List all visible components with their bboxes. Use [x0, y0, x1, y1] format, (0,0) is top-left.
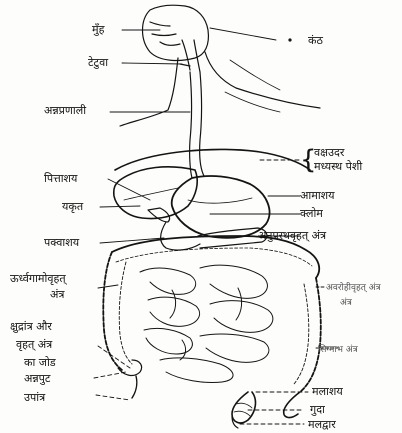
neck-shade [230, 60, 280, 90]
appendix-shape [132, 376, 137, 398]
dot-mark [288, 38, 291, 41]
label-sigmoid-colon: सिग्माभ अंत्र [318, 343, 358, 357]
label-anal-canal: गुदा [310, 403, 325, 417]
gallbladder-shape [148, 208, 170, 222]
label-caecum: अन्नपुट [24, 372, 50, 386]
label-esophagus: अन्नप्रणाली [44, 104, 86, 118]
label-appendix: उपांत्र [24, 391, 45, 405]
head-outline [143, 5, 209, 60]
label-epiglottis: टेटुवा [88, 56, 108, 70]
label-anus: मलद्वार [308, 418, 336, 432]
label-ascending-colon-line2: अंत्र [50, 288, 64, 302]
transverse-colon-inner [116, 248, 312, 266]
sigmoid-colon [284, 392, 300, 417]
stomach-fold [188, 198, 252, 203]
label-descending-colon-line2: अंत्र [340, 296, 352, 310]
label-junction-line2: वृहत् अंत्र [16, 338, 52, 352]
descending-colon-inner [294, 284, 309, 384]
label-rectum: मलाशय [312, 385, 343, 399]
label-ascending-colon-line1: ऊर्ध्वगामोवृहत् [10, 272, 66, 286]
shoulder-line [225, 92, 280, 112]
label-descending-colon-line1: अवरोहीवृहत् अंत्र [326, 281, 381, 295]
liver-lobe-line [124, 188, 178, 200]
neck-left [120, 58, 178, 126]
nose-mouth-region [150, 22, 180, 45]
label-transverse-colon: अनुप्रस्थवृहत् अंत्र [258, 229, 326, 243]
leader-lines [94, 28, 340, 424]
label-liver: यकृत [62, 200, 83, 214]
pharynx [182, 40, 200, 72]
descending-colon [300, 278, 321, 392]
label-duodenum: पक्वाशय [44, 236, 79, 250]
small-intestine-coils [140, 265, 273, 382]
label-pancreas: क्लोम [300, 207, 323, 221]
label-junction-line3: का जोड [24, 356, 56, 370]
label-stomach: आमाशय [300, 189, 335, 203]
label-diaphragm-line1: वक्षउदर [314, 146, 344, 160]
esophagus-tube [190, 72, 204, 178]
label-gallbladder: पित्ताशय [44, 172, 77, 186]
label-diaphragm-line2: मध्यस्थ पेशी [314, 160, 362, 174]
label-junction-line1: क्षुद्रांत्र और [10, 320, 52, 334]
label-mouth: मुँह [92, 23, 104, 37]
ascending-colon-inner [119, 262, 132, 364]
label-throat: कंठ [308, 34, 323, 48]
